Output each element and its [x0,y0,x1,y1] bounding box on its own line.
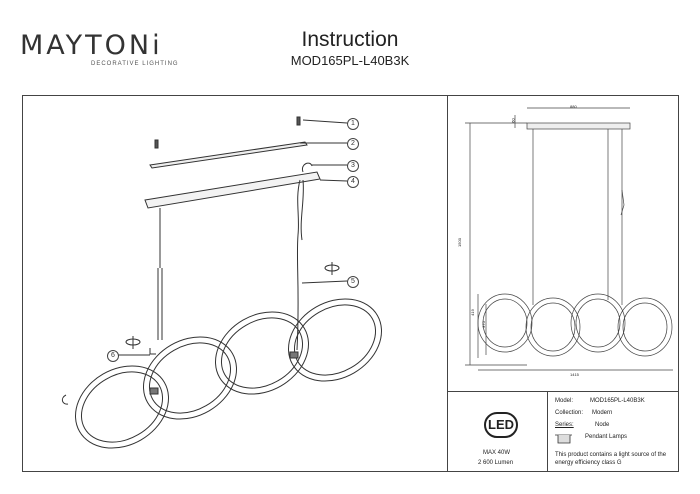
brand-tagline: DECORATIVE LIGHTING [91,61,179,67]
series-label: Series: [555,422,574,428]
callout-4: 4 [347,176,359,188]
dim-width-bottom: 1415 [570,372,579,377]
spec-power: MAX 40W [483,450,511,456]
model-value: MOD165PL-L40B3K [590,398,645,404]
dim-width-top: 880 [570,104,577,109]
dim-height-total: 1500 [456,238,462,247]
dim-ring-h1: 419 [469,309,475,316]
model-number: MOD165PL-L40B3K [290,53,410,68]
dim-small: 60 [510,118,516,123]
type-value: Pendant Lamps [585,434,628,440]
energy-note-line1: This product contains a light source of … [555,452,667,458]
model-label: Model: [555,398,574,404]
callout-1: 1 [347,118,359,130]
brand-name: MAYTONi [20,30,163,61]
info-divider-vertical [547,391,548,472]
series-value: Node [595,422,610,428]
callout-6: 6 [107,350,119,362]
spec-lumen: 2 600 Lumen [478,460,514,466]
callout-2: 2 [347,138,359,150]
callout-5: 5 [347,276,359,288]
energy-note-line2: energy efficiency class G [555,460,622,466]
page-title: Instruction [301,28,399,51]
sheet-divider [447,95,448,472]
drawing-sheet [22,95,679,472]
collection-value: Modern [592,410,613,416]
collection-label: Collection: [555,410,584,416]
brand-logo: MAYTONi DECORATIVE LIGHTING [20,30,178,70]
dim-ring-h2: 370 [480,321,486,328]
callout-3: 3 [347,160,359,172]
led-badge: LED [484,412,518,438]
info-divider [447,391,679,392]
